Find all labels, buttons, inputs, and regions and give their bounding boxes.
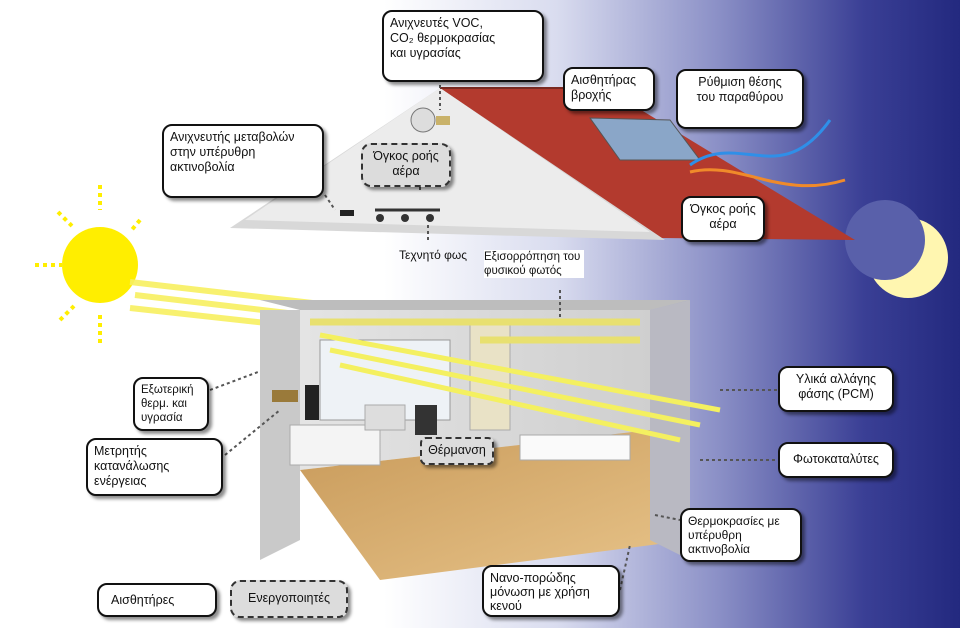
infrared-temperatures-box: Θερμοκρασίες με υπέρυθρη ακτινοβολία [680, 508, 802, 562]
phase-change-box: Υλικά αλλάγης φάσης (PCM) [778, 366, 894, 412]
airflow-window-box: Όγκος ροής αέρα [681, 196, 765, 242]
artificial-light-label: Τεχνητό φως [399, 248, 468, 262]
voc-sensor-box: Ανιχνευτές VOC, CO₂ θερμοκρασίας και υγρ… [382, 10, 544, 82]
sun [62, 227, 138, 303]
airflow-roof-label: Όγκος ροής αέρα [373, 149, 439, 178]
interior-light-beams [319, 332, 721, 443]
daylight-balance-label: Εξισορρόπηση του φυσικού φωτός [484, 250, 584, 278]
airflow-roof-box: Όγκος ροής αέρα [361, 143, 451, 187]
legend-sensors: Αισθητήρες [97, 583, 217, 617]
window-position-box: Ρύθμιση θέσης του παραθύρου [676, 69, 804, 129]
infrared-detector-box: Ανιχνευτής μεταβολών στην υπέρυθρη ακτιν… [162, 124, 324, 198]
phase-change-label: Υλικά αλλάγης φάσης (PCM) [795, 372, 877, 401]
rain-sensor-box: Αισθητήρας βροχής [563, 67, 655, 111]
nano-insulation-label: Νανο-πορώδης μόνωση με χρήση κενού [490, 571, 590, 613]
house-room [260, 300, 690, 580]
outdoor-temp-label: Εξωτερική θερμ. και υγρασία [141, 384, 194, 424]
sun-rays [35, 185, 142, 345]
heating-box: Θέρμανση [420, 437, 494, 465]
nano-insulation-box: Νανο-πορώδης μόνωση με χρήση κενού [482, 565, 620, 617]
infrared-temperatures-label: Θερμοκρασίες με υπέρυθρη ακτινοβολία [688, 514, 780, 556]
pointer-lines [209, 85, 780, 591]
moon [845, 200, 948, 298]
photocatalysts-box: Φωτοκαταλύτες [778, 442, 894, 478]
daylight-balance-text: Εξισορρόπηση του φυσικού φωτός [484, 251, 581, 277]
daylight-tubes [310, 318, 640, 344]
airflow-arrows [689, 119, 846, 188]
energy-meter-label: Μετρητής κατανάλωσης ενέργειας [94, 444, 170, 488]
window-position-label: Ρύθμιση θέσης του παραθύρου [696, 75, 784, 104]
legend-sensors-label: Αισθητήρες [111, 593, 175, 607]
energy-meter-box: Μετρητής κατανάλωσης ενέργειας [86, 438, 223, 496]
heating-label: Θέρμανση [428, 443, 486, 457]
rain-sensor-label: Αισθητήρας βροχής [571, 73, 636, 102]
legend-actuators: Ενεργοποιητές [230, 580, 348, 618]
voc-sensor-label: Ανιχνευτές VOC, CO₂ θερμοκρασίας και υγρ… [390, 16, 496, 60]
photocatalysts-label: Φωτοκαταλύτες [793, 452, 879, 466]
outdoor-temp-box: Εξωτερική θερμ. και υγρασία [133, 377, 209, 431]
infrared-detector-label: Ανιχνευτής μεταβολών στην υπέρυθρη ακτιν… [170, 130, 295, 174]
airflow-window-label: Όγκος ροής αέρα [690, 202, 756, 231]
legend-actuators-label: Ενεργοποιητές [248, 591, 330, 605]
